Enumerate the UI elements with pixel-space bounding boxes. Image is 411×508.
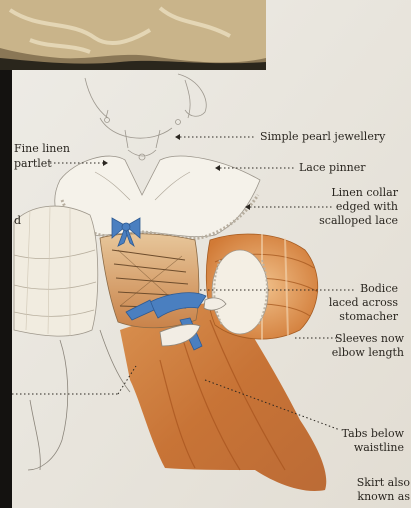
- label-bodice-2: laced across: [326, 296, 398, 310]
- label-tabs-1: Tabs below: [326, 427, 404, 441]
- label-lace-pinner: Lace pinner: [299, 161, 366, 175]
- right-sleeve: [206, 234, 318, 340]
- label-sleeves-2: elbow length: [326, 346, 404, 360]
- top-fabric: [0, 0, 266, 70]
- label-d-fragment: d: [14, 214, 21, 228]
- label-bodice-1: Bodice: [326, 282, 398, 296]
- label-tabs-2: waistline: [326, 441, 404, 455]
- bodice: [100, 234, 199, 328]
- label-pearl-jewellery: Simple pearl jewellery: [260, 130, 385, 144]
- label-fine-linen: Fine linen: [14, 142, 70, 156]
- label-partlet: partlet: [14, 157, 52, 171]
- label-collar-1: Linen collar: [326, 186, 398, 200]
- label-sleeves-1: Sleeves now: [326, 332, 404, 346]
- label-collar-3: scalloped lace: [316, 214, 398, 228]
- label-skirt-1: Skirt also: [326, 476, 410, 490]
- label-skirt-2: known as: [326, 490, 410, 504]
- left-sleeve: [14, 206, 98, 336]
- label-bodice-3: stomacher: [326, 310, 398, 324]
- label-collar-2: edged with: [326, 200, 398, 214]
